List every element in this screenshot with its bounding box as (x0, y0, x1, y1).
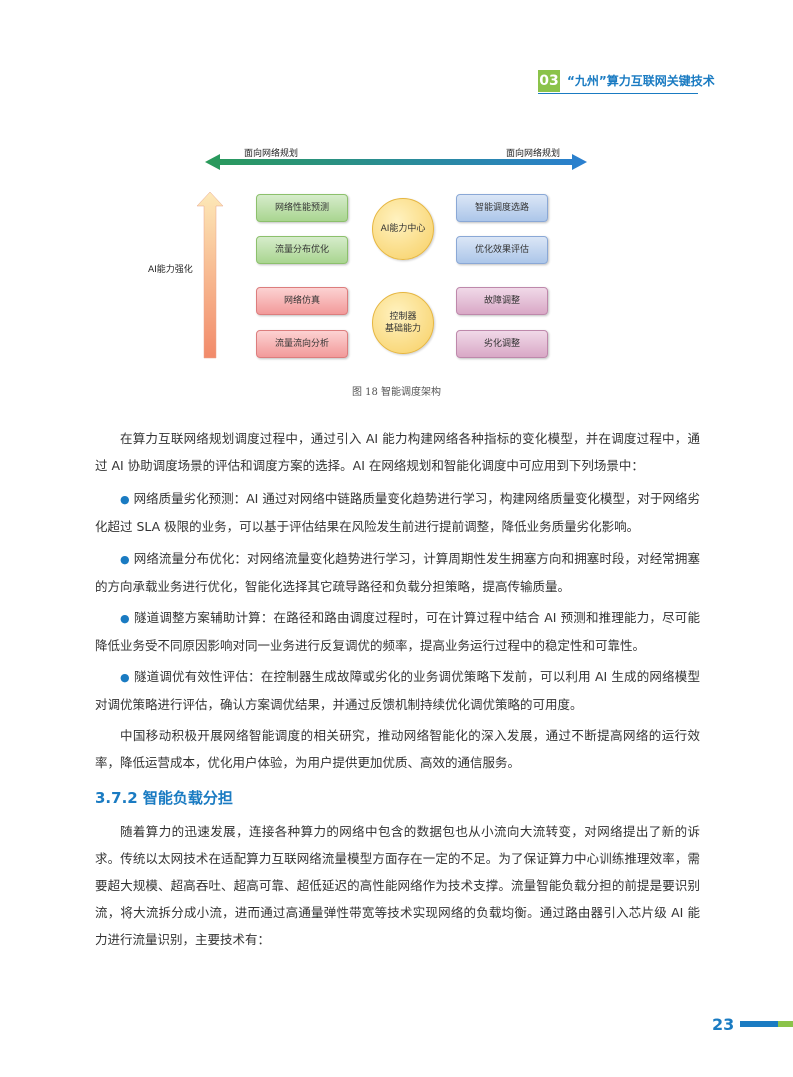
box-network-simulation: 网络仿真 (256, 287, 348, 315)
figure-caption: 图 18 智能调度架构 (351, 387, 442, 398)
side-label: AI能力强化 (148, 265, 193, 275)
vertical-up-arrow (196, 191, 224, 359)
bullet-item: ● 网络质量劣化预测：AI 通过对网络中链路质量变化趋势进行学习，构建网络质量变… (95, 485, 700, 540)
bullet-item: ● 隧道调优有效性评估：在控制器生成故障或劣化的业务调优策略下发前，可以利用 A… (95, 663, 700, 718)
circle-bottom-line1: 控制器 (389, 312, 417, 322)
box-optimization-evaluation: 优化效果评估 (456, 236, 548, 264)
bullet-dot-icon: ● (120, 612, 130, 625)
bullet-text: 隧道调优有效性评估：在控制器生成故障或劣化的业务调优策略下发前，可以利用 AI … (95, 669, 700, 712)
chapter-title: “九州”算力互联网关键技术 (567, 74, 715, 88)
bullet-item: ● 隧道调整方案辅助计算：在路径和路由调度过程时，可在计算过程中结合 AI 预测… (95, 604, 700, 659)
circle-top-label: AI能力中心 (380, 224, 426, 234)
bullet-text: 网络质量劣化预测：AI 通过对网络中链路质量变化趋势进行学习，构建网络质量变化模… (95, 491, 700, 534)
ai-capability-center-circle: AI能力中心 (372, 198, 434, 260)
circle-bottom-line2: 基础能力 (384, 324, 421, 334)
paragraph-cmcc: 中国移动积极开展网络智能调度的相关研究，推动网络智能化的深入发展，通过不断提高网… (95, 728, 700, 770)
header-divider (538, 93, 698, 94)
scheduling-architecture-diagram: 面向网络规划 面向网络规划 AI能力强化 网络性能预测 流量分布优化 网络仿真 … (148, 140, 600, 370)
footer-bar-green (778, 1021, 793, 1027)
box-traffic-flow-analysis: 流量流向分析 (256, 330, 348, 358)
bullet-item: ● 网络流量分布优化：对网络流量变化趋势进行学习，计算周期性发生拥塞方向和拥塞时… (95, 545, 700, 600)
bullet-dot-icon: ● (120, 493, 130, 506)
box-traffic-distribution-optimization: 流量分布优化 (256, 236, 348, 264)
horizontal-double-arrow (205, 154, 587, 170)
top-label-right: 面向网络规划 (506, 149, 561, 159)
bullet-text: 网络流量分布优化：对网络流量变化趋势进行学习，计算周期性发生拥塞方向和拥塞时段，… (95, 551, 700, 594)
controller-base-circle: 控制器 基础能力 (372, 292, 434, 354)
bullet-text: 隧道调整方案辅助计算：在路径和路由调度过程时，可在计算过程中结合 AI 预测和推… (95, 610, 700, 653)
top-label-left: 面向网络规划 (244, 149, 299, 159)
chapter-number-badge: 03 (538, 70, 560, 92)
box-fault-adjustment: 故障调整 (456, 287, 548, 315)
section-heading: 3.7.2 智能负载分担 (95, 789, 233, 807)
page-number: 23 (712, 1015, 735, 1034)
paragraph-load-balancing: 随着算力的迅速发展，连接各种算力的网络中包含的数据包也从小流向大流转变，对网络提… (95, 824, 700, 947)
bullet-dot-icon: ● (120, 671, 130, 684)
bullet-dot-icon: ● (120, 553, 130, 566)
box-degradation-adjustment: 劣化调整 (456, 330, 548, 358)
box-intelligent-routing: 智能调度选路 (456, 194, 548, 222)
diagram-arrows (196, 154, 587, 359)
box-network-performance-prediction: 网络性能预测 (256, 194, 348, 222)
footer-bar-blue (740, 1021, 778, 1027)
paragraph-intro: 在算力互联网络规划调度过程中，通过引入 AI 能力构建网络各种指标的变化模型，并… (95, 431, 700, 473)
